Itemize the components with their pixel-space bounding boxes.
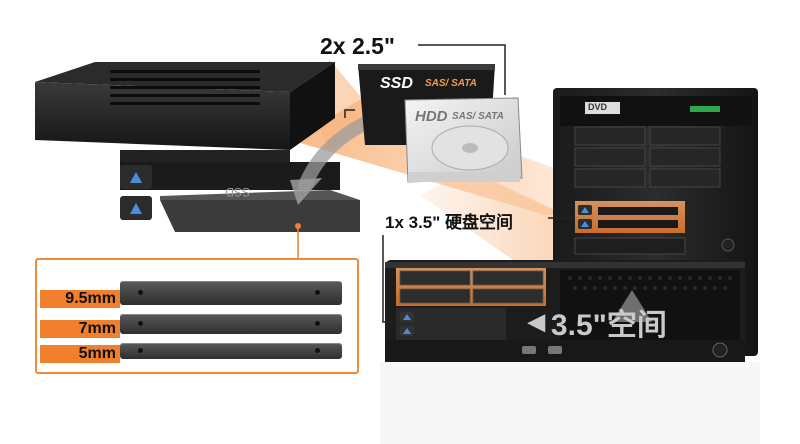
hdd-label: HDD xyxy=(415,108,448,125)
thickness-label-5mm: 5mm xyxy=(40,345,120,363)
mobile-rack: SSD xyxy=(35,62,360,232)
drive-7mm xyxy=(120,314,342,334)
drives-count-label: 2x 2.5" xyxy=(320,33,395,59)
bay-badge-label: ◀ 3.5"空间 xyxy=(528,300,667,344)
bay-badge-text: 3.5"空间 xyxy=(550,309,667,342)
hdd-drive xyxy=(404,97,523,183)
bay-capacity-label: 1x 3.5" 硬盘空间 xyxy=(385,213,514,232)
dvd-logo: DVD xyxy=(588,102,608,112)
drive-9-5mm xyxy=(120,281,342,305)
ssd-label: SSD xyxy=(380,75,413,92)
svg-text:SSD: SSD xyxy=(225,185,250,199)
left-arrow-icon: ◀ xyxy=(528,309,545,334)
hdd-interface-label: SAS/ SATA xyxy=(452,111,504,122)
thickness-label-7mm: 7mm xyxy=(40,320,120,338)
up-arrow-icon xyxy=(612,290,652,322)
ssd-interface-label: SAS/ SATA xyxy=(425,78,477,89)
desktop-case xyxy=(385,260,745,362)
thickness-label-9-5mm: 9.5mm xyxy=(40,290,120,308)
drive-5mm xyxy=(120,343,342,359)
